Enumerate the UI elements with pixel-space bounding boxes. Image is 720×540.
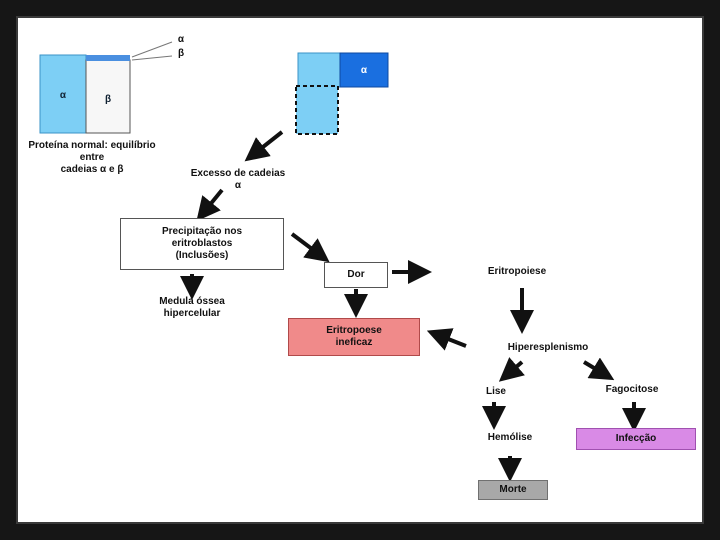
arrow-hyper-to-phago <box>582 357 615 381</box>
arrow-hyper-to-lysis <box>498 357 525 382</box>
side-mark-line-1 <box>131 41 173 58</box>
alpha-cell-label: α <box>59 89 67 101</box>
node-lysis: Lise <box>485 386 506 397</box>
alpha-cell-left <box>39 54 87 134</box>
arrow-alpha-to-excess <box>244 130 284 162</box>
arrow-hyper-to-ineffective <box>426 328 467 351</box>
node-ineffective-erythropoiesis: Eritropoese ineficaz <box>288 318 420 356</box>
node-erythropoiesis: Eritropoiese <box>487 266 547 277</box>
node-excess-chains: Excesso de cadeias α <box>190 168 286 191</box>
node-precipitation: Precipitação nos eritroblastos (Inclusõe… <box>120 218 284 270</box>
side-mark-beta: β <box>177 48 185 59</box>
alpha-group-dashed <box>295 85 339 135</box>
node-pain: Dor <box>324 262 388 288</box>
arrow-precip-to-pain <box>290 232 330 263</box>
alpha-group-dark <box>339 52 389 88</box>
node-bone-marrow: Medula óssea hipercelular <box>159 296 225 319</box>
normal-protein-caption: Proteína normal: equilíbrio entre cadeia… <box>28 140 156 175</box>
node-death: Morte <box>478 480 548 500</box>
alpha-group-light <box>297 52 341 88</box>
alpha-group-label: α <box>360 64 368 76</box>
beta-cell-right <box>85 59 131 134</box>
beta-cell-topbar <box>86 55 130 61</box>
node-infection: Infecção <box>576 428 696 450</box>
node-phagocytosis: Fagocitose <box>605 384 659 395</box>
arrow-excess-to-precip <box>196 188 224 222</box>
node-hypersplenism: Hiperesplenismo <box>507 342 589 353</box>
node-hemolysis: Hemólise <box>487 432 533 443</box>
beta-cell-label: β <box>104 93 112 105</box>
side-mark-line-2 <box>131 55 173 61</box>
side-mark-alpha: α <box>177 34 185 45</box>
